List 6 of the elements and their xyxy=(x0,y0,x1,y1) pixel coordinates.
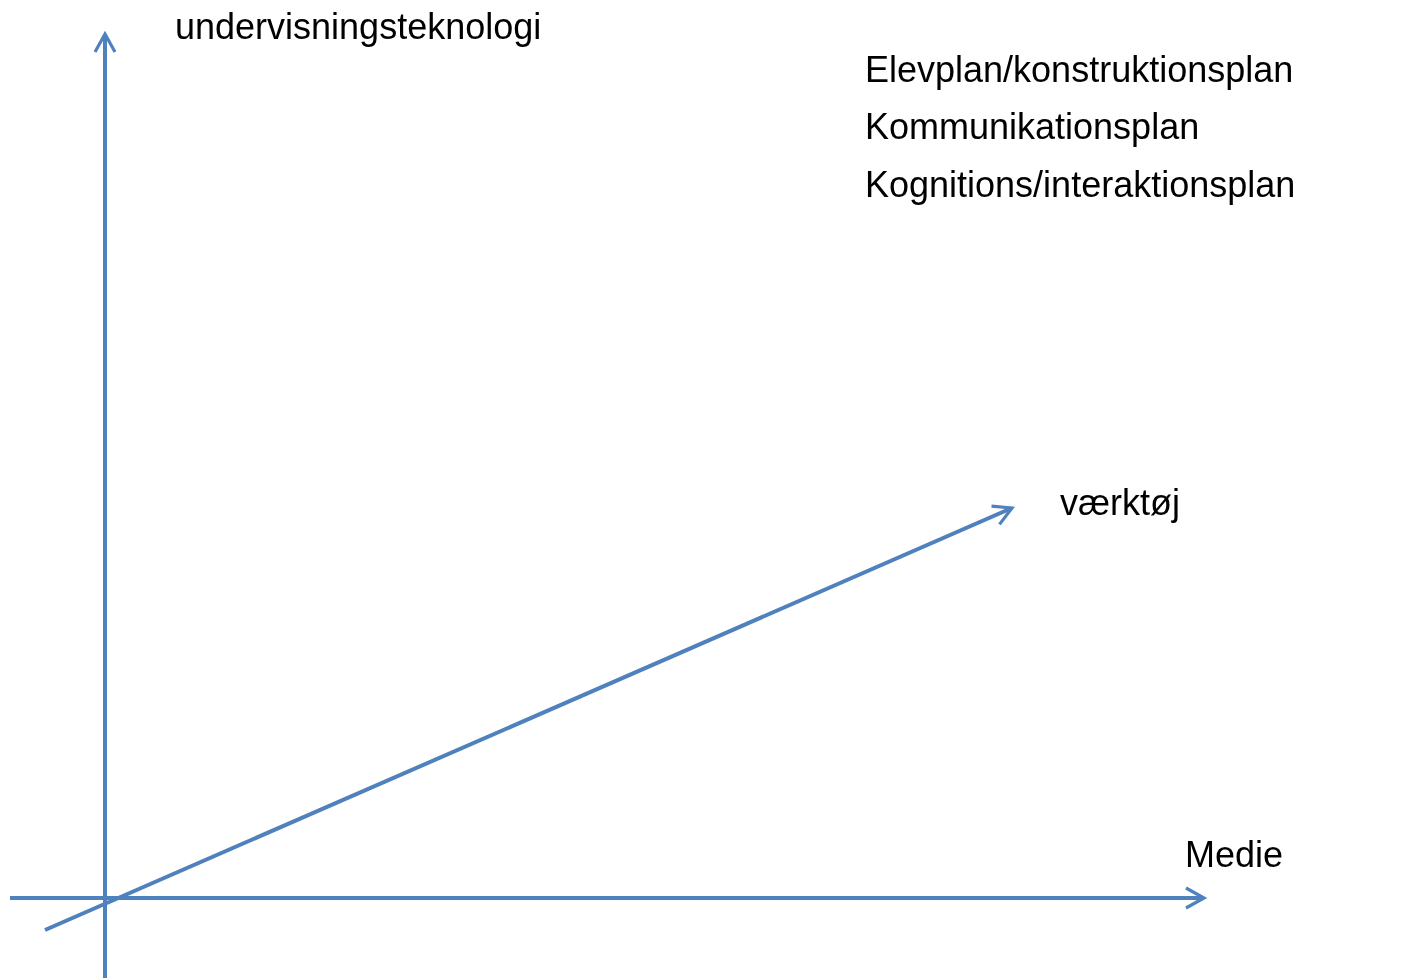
plane-label: Kognitions/interaktionsplan xyxy=(865,164,1296,206)
axis-label: værktøj xyxy=(1060,482,1180,524)
axis-label: Medie xyxy=(1185,834,1284,876)
plane-label: Kommunikationsplan xyxy=(865,106,1200,148)
axis-label: undervisningsteknologi xyxy=(175,6,542,48)
plane-label: Elevplan/konstruktionsplan xyxy=(865,49,1294,91)
